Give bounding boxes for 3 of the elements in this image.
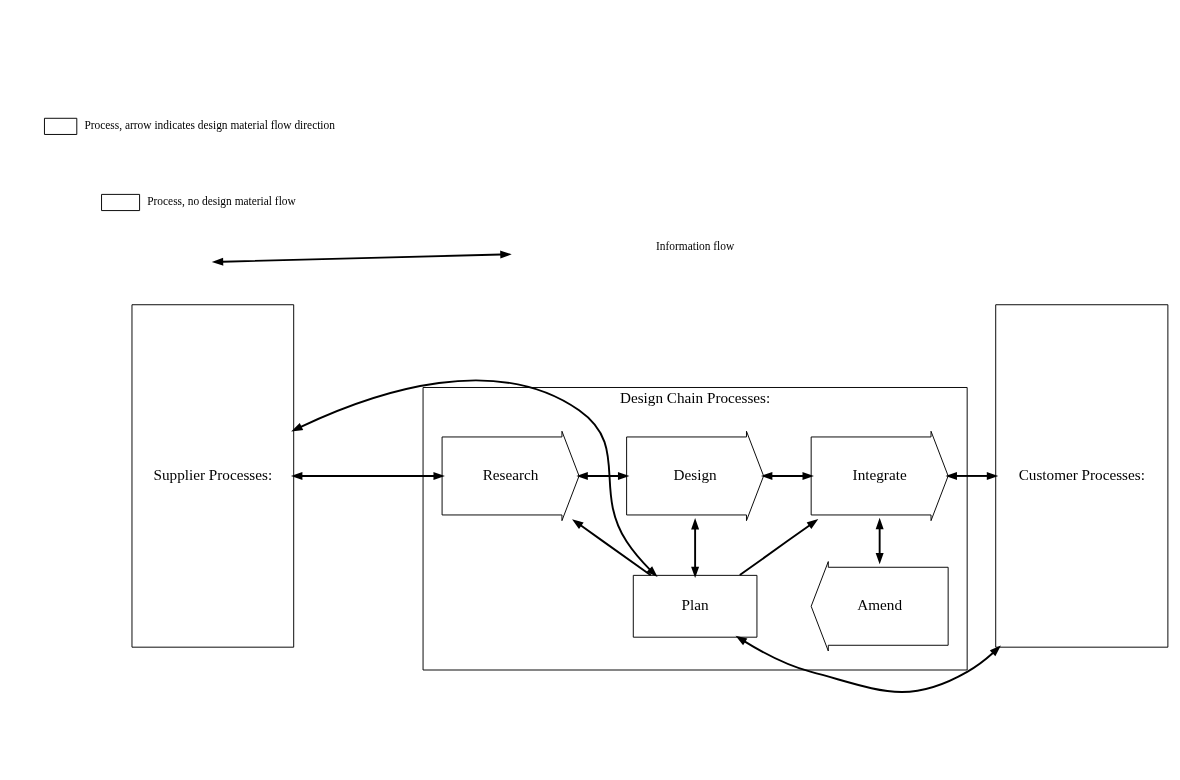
legend-label: Information flow [655, 239, 735, 252]
legend-label: Process, no design material flow [147, 194, 296, 207]
legend-label: Process, arrow indicates design material flow direction [84, 118, 335, 131]
